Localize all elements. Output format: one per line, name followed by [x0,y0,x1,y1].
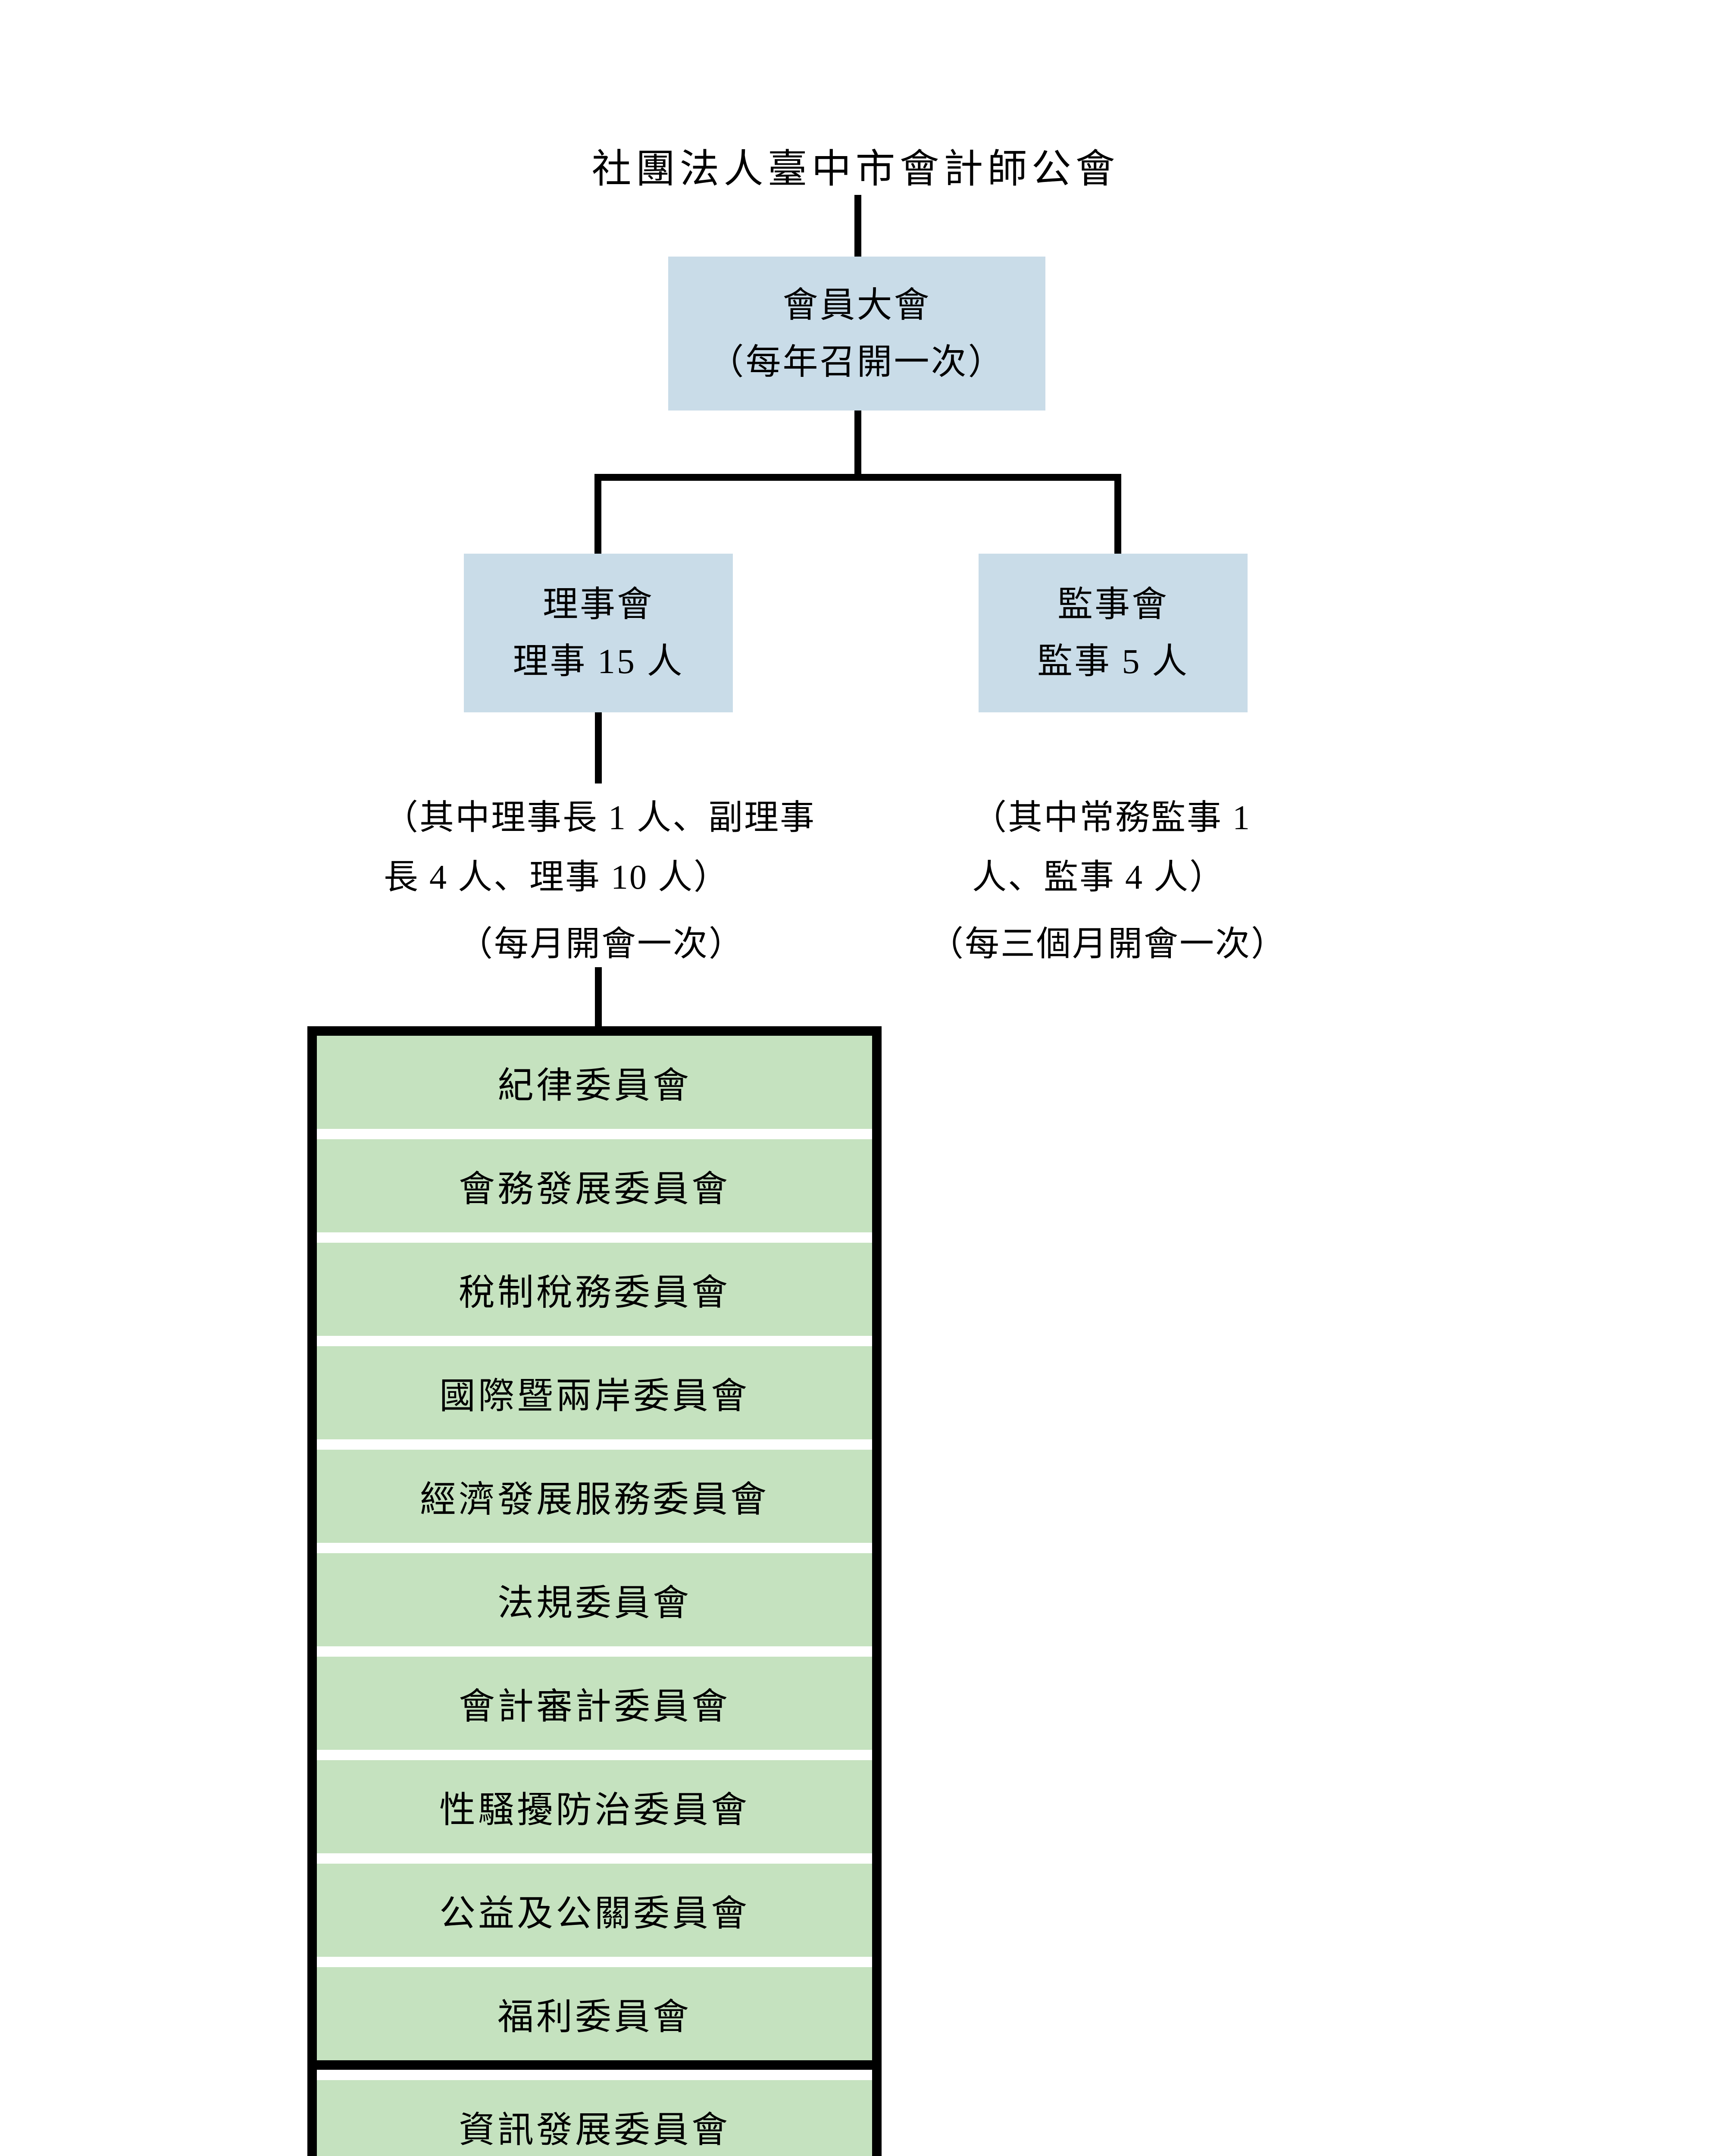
directors-composition-line1: （其中理事長 1 人、副理事 [384,799,816,837]
committee-row: 稅制稅務委員會 [317,1243,872,1336]
directors-name: 理事會 [542,585,654,624]
directors-members: 理事 15 人 [513,642,684,681]
supervisors-members: 監事 5 人 [1037,642,1189,681]
committee-row: 會務發展委員會 [317,1139,872,1232]
supervisors-frequency: （每三個月開會一次） [929,925,1287,963]
committee-row: 性騷擾防治委員會 [317,1760,872,1853]
committee-group-lower-border [307,2060,882,2156]
directors-frequency: （每月開會一次） [458,925,744,963]
general-assembly-frequency: （每年召開一次） [708,342,1005,382]
node-board-of-directors: 理事會 理事 15 人 [464,554,733,712]
connector-drop-directors [594,474,601,554]
committee-row: 國際暨兩岸委員會 [317,1346,872,1439]
supervisors-composition-line1: （其中常務監事 1 [972,799,1251,837]
connector-directors-down [595,712,602,783]
committee-row: 紀律委員會 [317,1036,872,1129]
node-general-assembly: 會員大會 （每年召開一次） [668,257,1045,411]
connector-assembly-down [854,411,861,474]
page-title: 社團法人臺中市會計師公會 [591,147,1120,191]
connector-horizontal-bar [594,474,1121,481]
supervisors-name: 監事會 [1057,585,1169,624]
node-board-of-supervisors: 監事會 監事 5 人 [979,554,1248,712]
connector-title-to-assembly [854,195,861,257]
committee-row: 法規委員會 [317,1553,872,1646]
committee-row: 會計審計委員會 [317,1657,872,1750]
directors-composition-line2: 長 4 人、理事 10 人） [384,859,729,896]
connector-to-committees [595,967,602,1028]
committee-group-upper-border [307,1026,882,2060]
supervisors-composition-line2: 人、監事 4 人） [972,859,1225,896]
committee-row: 公益及公關委員會 [317,1864,872,1957]
committee-row: 福利委員會 [317,1967,872,2060]
committee-row: 資訊發展委員會 [317,2080,872,2156]
general-assembly-name: 會員大會 [782,285,931,325]
committee-row: 經濟發展服務委員會 [317,1450,872,1543]
connector-drop-supervisors [1114,474,1121,554]
